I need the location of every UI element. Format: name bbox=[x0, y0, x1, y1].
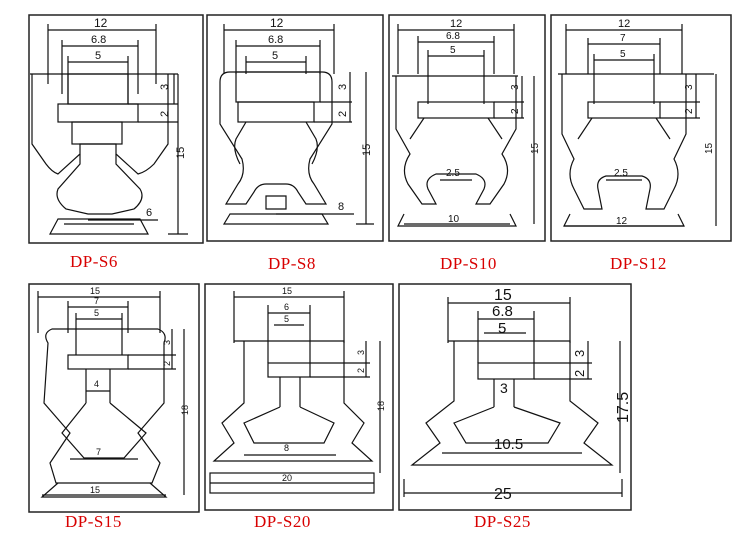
dim-inner: 5 bbox=[620, 49, 626, 60]
caption-dp-s15: DP-S15 bbox=[65, 512, 122, 531]
dim-top: 12 bbox=[450, 18, 462, 30]
dim-top: 15 bbox=[282, 286, 292, 296]
dim-mid: 6.8 bbox=[446, 31, 460, 42]
dim-total: 15 bbox=[530, 142, 541, 154]
dim-total: 15 bbox=[175, 147, 187, 159]
dim-waist: 8 bbox=[284, 443, 289, 453]
dim-neck: 2.5 bbox=[446, 168, 460, 179]
dim-h1: 3 bbox=[159, 84, 171, 90]
dim-inner: 5 bbox=[95, 50, 101, 62]
dim-h1: 3 bbox=[337, 84, 349, 90]
dim-h1: 3 bbox=[572, 350, 587, 357]
dim-neck: 3 bbox=[500, 380, 508, 396]
dim-total: 18 bbox=[180, 405, 190, 415]
dim-total: 15 bbox=[704, 142, 715, 154]
drawing-dp-s25: 15 6.8 5 3 10.5 25 17.5 3 2 bbox=[398, 283, 632, 511]
dim-bottom: 25 bbox=[494, 486, 512, 503]
dim-mid: 7 bbox=[620, 33, 626, 44]
dim-inner: 5 bbox=[272, 50, 278, 62]
dim-bottom: 20 bbox=[282, 473, 292, 483]
dim-h2: 2 bbox=[337, 111, 349, 117]
drawing-dp-s8: 12 6.8 5 15 3 2 8 bbox=[206, 14, 384, 242]
caption-dp-s25: DP-S25 bbox=[474, 512, 531, 531]
drawing-dp-s10: 12 6.8 5 2.5 10 15 3 2 bbox=[388, 14, 546, 242]
dim-bottom: 12 bbox=[616, 216, 628, 227]
dim-h2: 2 bbox=[684, 108, 695, 114]
dim-mid: 6.8 bbox=[91, 34, 106, 46]
dim-mid: 6.8 bbox=[492, 303, 513, 320]
caption-dp-s8: DP-S8 bbox=[268, 254, 316, 273]
dim-top: 15 bbox=[494, 287, 512, 304]
caption-dp-s6: DP-S6 bbox=[70, 252, 118, 271]
dim-bottom: 10 bbox=[448, 214, 460, 225]
dim-h1: 3 bbox=[162, 340, 172, 345]
dim-h1: 3 bbox=[510, 84, 521, 90]
dim-inner: 5 bbox=[498, 320, 506, 337]
dim-bottom: 15 bbox=[90, 485, 100, 495]
drawing-dp-s6: 12 6.8 5 15 3 2 6 bbox=[28, 14, 204, 244]
dim-h2: 2 bbox=[572, 370, 587, 377]
dim-mid: 6.8 bbox=[268, 34, 283, 46]
dim-neck: 4 bbox=[94, 379, 99, 389]
caption-dp-s12: DP-S12 bbox=[610, 254, 667, 273]
caption-dp-s10: DP-S10 bbox=[440, 254, 497, 273]
dim-inner: 5 bbox=[284, 314, 289, 324]
dim-top: 12 bbox=[94, 16, 108, 30]
dim-h2: 2 bbox=[356, 368, 366, 373]
dim-top: 15 bbox=[90, 286, 100, 296]
dim-h2: 2 bbox=[162, 361, 172, 366]
dim-inner: 5 bbox=[450, 45, 456, 56]
dim-waist: 10.5 bbox=[494, 436, 523, 453]
dim-mid: 6 bbox=[284, 302, 289, 312]
dim-total: 18 bbox=[376, 401, 386, 411]
dim-waist: 7 bbox=[96, 447, 101, 457]
dim-h2: 2 bbox=[159, 111, 171, 117]
caption-dp-s20: DP-S20 bbox=[254, 512, 311, 531]
dim-h2: 2 bbox=[510, 108, 521, 114]
dim-top: 12 bbox=[270, 16, 284, 30]
dim-neck: 2.5 bbox=[614, 168, 628, 179]
dim-bottom: 6 bbox=[146, 207, 152, 219]
drawing-dp-s20: 15 6 5 8 20 18 3 2 bbox=[204, 283, 394, 511]
drawing-dp-s15: 15 7 5 4 7 15 18 3 2 bbox=[28, 283, 200, 513]
dim-h1: 3 bbox=[356, 350, 366, 355]
dim-inner: 5 bbox=[94, 308, 99, 318]
dim-total: 17.5 bbox=[615, 392, 632, 423]
dim-h1: 3 bbox=[684, 84, 695, 90]
dim-mid: 7 bbox=[94, 296, 99, 306]
dim-bottom: 8 bbox=[338, 201, 344, 213]
dim-total: 15 bbox=[361, 144, 373, 156]
drawing-dp-s12: 12 7 5 2.5 12 15 3 2 bbox=[550, 14, 732, 242]
dim-top: 12 bbox=[618, 18, 630, 30]
